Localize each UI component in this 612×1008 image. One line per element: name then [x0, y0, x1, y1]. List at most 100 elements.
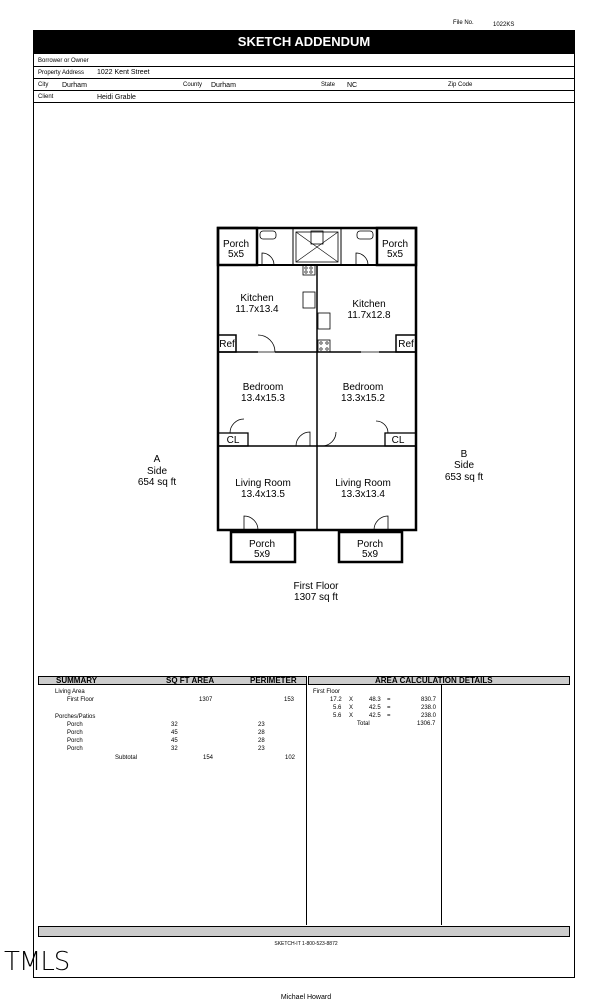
calc-result: 830.7 [421, 697, 437, 703]
calc-eq: = [387, 697, 391, 703]
subtotal-perimeter: 102 [285, 755, 296, 761]
calc-result: 238.0 [421, 705, 437, 711]
client-value: Heidi Grable [97, 94, 136, 101]
city-label: City [38, 82, 49, 88]
summary-header-bar: SUMMARY SQ FT AREA PERIMETER [38, 676, 307, 685]
calc-x: X [349, 713, 354, 719]
calc-a: 5.6 [333, 705, 342, 711]
ref-l-label: Ref [219, 339, 235, 350]
porch-row-name: Porch [67, 746, 83, 752]
calc-b: 48.3 [369, 697, 381, 703]
calc-b: 42.5 [369, 705, 381, 711]
side-a-letter: A [154, 454, 161, 465]
porch-br-outline [337, 530, 404, 564]
perimeter-header: PERIMETER [250, 676, 297, 685]
state-value: NC [347, 82, 358, 89]
living-area-label: Living Area [55, 689, 85, 695]
porch-tr-outline [375, 226, 418, 267]
living-r-name: Living Room [335, 478, 391, 489]
subtotal-area: 154 [203, 755, 214, 761]
porch-bl-dim: 5x9 [254, 549, 271, 560]
kitchen-r-name: Kitchen [352, 299, 385, 310]
summary-header: SUMMARY [56, 676, 98, 685]
first-floor-perimeter: 153 [284, 697, 295, 703]
porch-tl-dim: 5x5 [228, 249, 245, 260]
porch-bl-outline [229, 530, 297, 564]
porch-br-name: Porch [357, 539, 383, 550]
porch-row-perimeter: 28 [258, 730, 265, 736]
sink-icon [356, 230, 374, 240]
calc-x: X [349, 697, 354, 703]
borrower-label: Borrower or Owner [38, 58, 89, 64]
sqft-header: SQ FT AREA [166, 676, 215, 685]
porch-bl-name: Porch [249, 539, 275, 550]
county-label: County [183, 82, 203, 88]
porch-row-name: Porch [67, 738, 83, 744]
sketchit-credit: SKETCH-IT 1-800-523-8872 [274, 941, 338, 947]
porch-tl-name: Porch [223, 239, 249, 250]
zip-label: Zip Code [448, 82, 473, 88]
porch-tr-name: Porch [382, 239, 408, 250]
side-a-area: 654 sq ft [138, 477, 177, 488]
header-divider [33, 102, 575, 103]
closet-l-box [217, 432, 249, 447]
calc-a: 17.2 [330, 697, 342, 703]
state-label: State [321, 82, 336, 88]
porch-row-area: 45 [171, 730, 178, 736]
living-l-dim: 13.4x13.5 [241, 489, 285, 500]
details-header: AREA CALCULATION DETAILS [375, 676, 493, 685]
porch-row-area: 45 [171, 738, 178, 744]
first-floor-area: 1307 [199, 697, 213, 703]
kitchen-l-name: Kitchen [240, 293, 273, 304]
calc-b: 42.5 [369, 713, 381, 719]
porch-row-name: Porch [67, 722, 83, 728]
address-value: 1022 Kent Street [97, 69, 150, 76]
subtotal-label: Subtotal [115, 755, 138, 761]
county-value: Durham [211, 82, 236, 89]
bedroom-l-dim: 13.4x15.3 [241, 393, 285, 404]
kitchen-r-dim: 11.7x12.8 [347, 310, 391, 321]
floor-name: First Floor [294, 581, 340, 592]
bedroom-l-name: Bedroom [243, 382, 284, 393]
porch-row-perimeter: 28 [258, 738, 265, 744]
sink-icon [259, 230, 277, 240]
living-r-dim: 13.3x13.4 [341, 489, 385, 500]
header-divider [33, 90, 575, 91]
footer-name: Michael Howard [280, 994, 332, 1001]
closet-r-label: CL [392, 435, 405, 446]
calc-a: 5.6 [333, 713, 342, 719]
page-title: SKETCH ADDENDUM [33, 30, 575, 54]
side-a-label: Side [147, 466, 167, 477]
calc-eq: = [387, 705, 391, 711]
file-no-value: 1022KS [493, 22, 515, 28]
footer-bar [38, 926, 570, 937]
side-b-area: 653 sq ft [445, 472, 484, 483]
details-header-bar: AREA CALCULATION DETAILS [308, 676, 570, 685]
porches-label: Porches/Patios [55, 714, 96, 720]
header-divider [33, 66, 575, 67]
porch-row-perimeter: 23 [258, 746, 265, 752]
address-label: Property Address [38, 70, 85, 76]
file-no-label: File No. [453, 20, 474, 26]
porch-row-area: 32 [171, 722, 178, 728]
porch-tl-outline [216, 226, 259, 267]
client-label: Client [38, 94, 54, 100]
bedroom-r-name: Bedroom [343, 382, 384, 393]
living-l-name: Living Room [235, 478, 291, 489]
summary-divider [306, 685, 307, 925]
porch-row-name: Porch [67, 730, 83, 736]
porch-tr-dim: 5x5 [387, 249, 404, 260]
closet-l-label: CL [227, 435, 240, 446]
city-value: Durham [62, 82, 87, 89]
details-divider [441, 685, 442, 925]
floor-area: 1307 sq ft [294, 592, 338, 603]
porch-row-perimeter: 23 [258, 722, 265, 728]
side-b-letter: B [461, 449, 468, 460]
side-b-label: Side [454, 460, 474, 471]
calc-result: 238.0 [421, 713, 437, 719]
details-section-label: First Floor [313, 689, 340, 695]
tmls-logo: TMLS [4, 947, 70, 977]
calc-eq: = [387, 713, 391, 719]
kitchen-l-dim: 11.7x13.4 [235, 304, 279, 315]
